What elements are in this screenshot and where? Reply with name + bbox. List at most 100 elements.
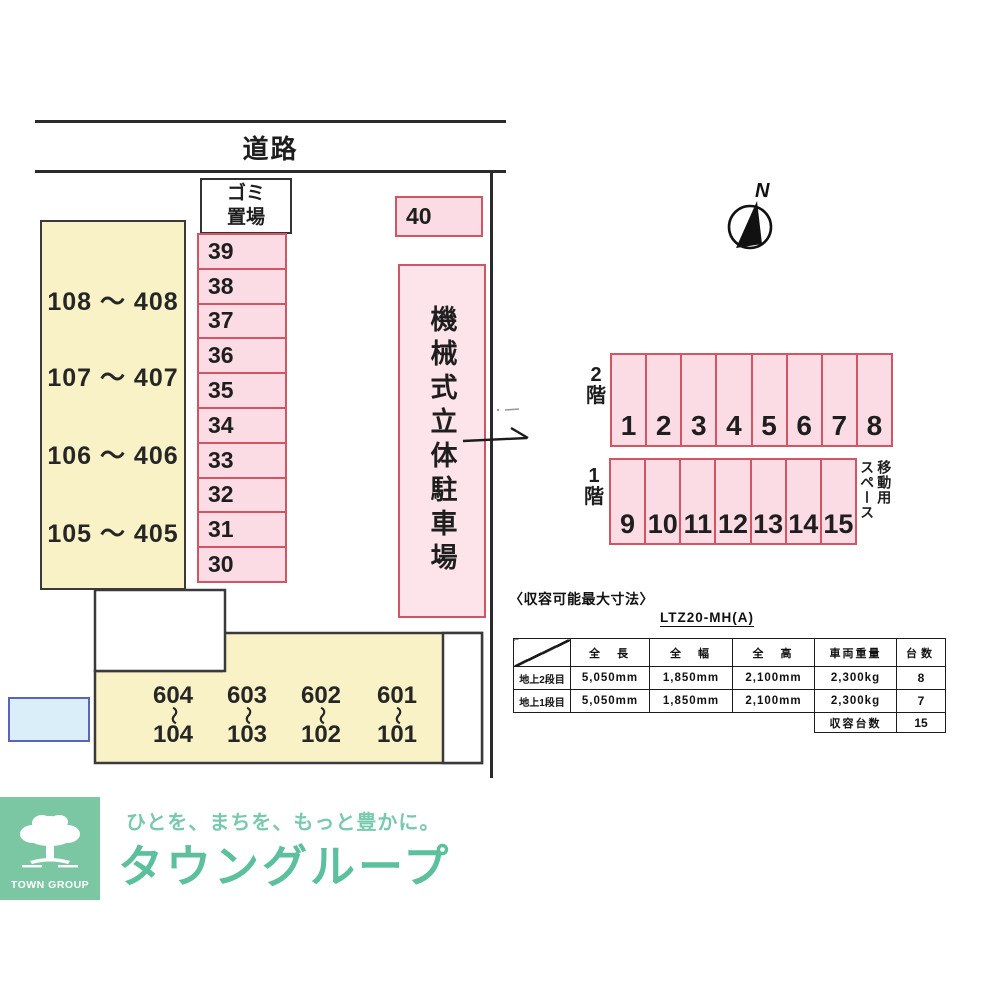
road-line-bottom xyxy=(35,170,506,173)
bottom-building-stair-strip xyxy=(441,631,484,765)
spec-header-height: 全 高 xyxy=(732,638,815,667)
unit-stack-label: 604 〜 104 xyxy=(141,684,205,747)
mech-space-15: 15 xyxy=(823,509,854,539)
trash-label-line1: ゴミ xyxy=(226,183,265,205)
unit-lower: 104 xyxy=(152,721,194,748)
trash-label-line2: 置場 xyxy=(226,207,265,228)
spec-model-label: LTZ20-MH(A) xyxy=(660,610,754,627)
tilde-mark: 〜 xyxy=(237,706,258,725)
floor2-label: 2階 xyxy=(586,364,606,407)
parking-space-33: 33 xyxy=(199,444,285,479)
spec-row-label: 地上2段目 xyxy=(513,666,571,690)
mech-space-13: 13 xyxy=(752,460,787,543)
mechanical-parking-label: 機械式立体駐車場 xyxy=(426,305,457,577)
spec-header-count: 台数 xyxy=(896,638,946,667)
spec-value: 2,300kg xyxy=(814,689,897,713)
mech-space-7: 7 xyxy=(823,355,858,445)
spec-header-weight: 車両重量 xyxy=(814,638,897,667)
unit-lower: 103 xyxy=(226,721,268,748)
parking-space-39: 39 xyxy=(199,235,285,270)
space-40-label: 40 xyxy=(406,203,432,229)
mech-space-3: 3 xyxy=(682,355,718,445)
mech-space-5: 5 xyxy=(753,355,788,445)
unit-range-label: 106 〜 406 xyxy=(47,442,179,470)
tilde-mark: 〜 xyxy=(387,706,408,725)
brand-tagline: ひとを、まちを、もっと豊かに。 xyxy=(126,812,441,834)
unit-stack-label: 602 〜 102 xyxy=(289,684,353,747)
floor1-grid: 9 10 11 12 13 14 15 xyxy=(609,458,857,545)
compass-icon: N xyxy=(727,180,773,250)
parking-space-30: 30 xyxy=(208,551,234,578)
unit-range-label: 107 〜 407 xyxy=(47,364,179,392)
spec-value: 2,100mm xyxy=(732,666,815,690)
parking-space-34: 34 xyxy=(199,409,285,444)
bottom-building-entrance-box xyxy=(93,588,227,673)
compass-north-label: N xyxy=(755,180,770,202)
unit-upper: 602 xyxy=(300,682,342,709)
mech-space-8: 8 xyxy=(866,410,883,441)
parking-space-32: 32 xyxy=(199,479,285,514)
unit-stack-label: 603 〜 103 xyxy=(215,684,279,747)
move-space-line2: スペース xyxy=(859,460,876,520)
spec-total-label: 収容台数 xyxy=(814,712,897,733)
spec-table-title: 〈収容可能最大寸法〉 xyxy=(509,591,654,607)
parking-space-40: 40 xyxy=(395,196,483,237)
spec-value: 2,300kg xyxy=(814,666,897,690)
parking-space-37: 37 xyxy=(199,305,285,340)
spec-value: 2,100mm xyxy=(732,689,815,713)
floor1-label: 1階 xyxy=(584,465,604,508)
unit-upper: 604 xyxy=(152,682,194,709)
unit-range-label: 105 〜 405 xyxy=(47,520,179,548)
parking-column: 39 38 37 36 35 34 33 32 31 30 xyxy=(197,233,287,583)
unit-lower: 102 xyxy=(300,721,342,748)
spec-row-label: 地上1段目 xyxy=(513,689,571,713)
spec-count: 7 xyxy=(896,689,946,713)
spec-value: 1,850mm xyxy=(649,666,733,690)
blue-structure-box xyxy=(8,697,90,742)
left-building: 108 〜 408 107 〜 407 106 〜 406 105 〜 405 xyxy=(40,220,186,590)
mech-space-1: 1 xyxy=(612,355,648,445)
spec-diagonal-cell xyxy=(513,638,571,667)
mech-space-12: 12 xyxy=(716,460,752,543)
spec-count: 8 xyxy=(896,666,946,690)
spec-table: 全 長 全 幅 全 高 車両重量 台数 地上2段目 5,050mm 1,850m… xyxy=(513,638,946,733)
spec-total-value: 15 xyxy=(896,712,946,733)
spec-value: 5,050mm xyxy=(570,689,650,713)
road-line-top xyxy=(35,120,506,123)
spec-empty-cell xyxy=(514,713,815,733)
floor2-grid: 1 2 3 4 5 6 7 8 xyxy=(610,353,893,447)
mech-space-6: 6 xyxy=(788,355,823,445)
unit-upper: 603 xyxy=(226,682,268,709)
spec-value: 1,850mm xyxy=(649,689,733,713)
mech-space-14: 14 xyxy=(787,460,822,543)
tree-icon xyxy=(20,815,80,868)
arrow-icon xyxy=(462,408,529,443)
mech-space-9: 9 xyxy=(611,460,647,543)
bottom-building-shape xyxy=(93,588,484,765)
spec-header-width: 全 幅 xyxy=(649,638,733,667)
road-label: 道路 xyxy=(242,134,299,164)
parking-space-35: 35 xyxy=(199,374,285,409)
mech-space-4: 4 xyxy=(717,355,753,445)
trash-area-box: ゴミ 置場 xyxy=(200,178,292,234)
logo-wordmark: TOWN GROUP xyxy=(10,879,90,891)
mech-space-11: 11 xyxy=(681,460,717,543)
town-group-logo: TOWN GROUP xyxy=(0,797,100,900)
tilde-mark: 〜 xyxy=(311,706,332,725)
move-space-label: 移動用 スペース xyxy=(858,460,893,552)
parking-space-38: 38 xyxy=(199,270,285,305)
unit-lower: 101 xyxy=(376,721,418,748)
unit-stack-label: 601 〜 101 xyxy=(365,684,429,747)
mech-space-2: 2 xyxy=(647,355,683,445)
unit-range-label: 108 〜 408 xyxy=(47,288,179,316)
parking-space-36: 36 xyxy=(199,339,285,375)
parking-space-31: 31 xyxy=(199,513,285,549)
move-space-line1: 移動用 xyxy=(876,460,893,505)
brand-company-name: タウングループ xyxy=(118,841,452,892)
spec-header-length: 全 長 xyxy=(570,638,650,667)
spec-value: 5,050mm xyxy=(570,666,650,690)
site-boundary-line xyxy=(490,170,493,778)
unit-upper: 601 xyxy=(376,682,418,709)
mech-space-10: 10 xyxy=(646,460,682,543)
